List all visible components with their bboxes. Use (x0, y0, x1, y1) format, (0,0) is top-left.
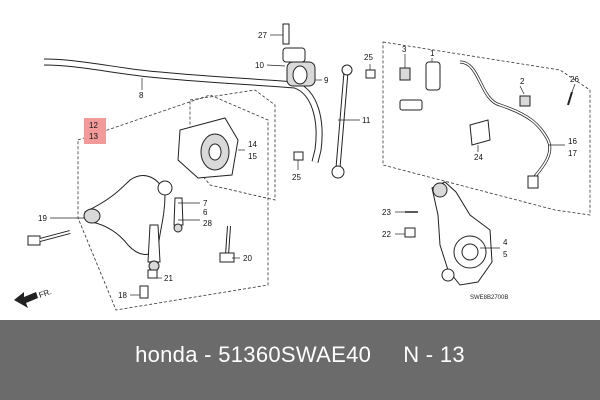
lower-arm (83, 175, 173, 272)
label-3: 3 (402, 45, 407, 54)
diagram-code: SWE8B2700B (470, 295, 508, 301)
flange-bolt-19 (27, 230, 71, 246)
label-6: 6 (203, 208, 208, 217)
label-10: 10 (255, 61, 264, 70)
knuckle (431, 181, 493, 286)
label-16: 16 (568, 137, 577, 146)
leader-lines (50, 34, 576, 296)
front-arrow: FR. (14, 287, 53, 308)
label-26: 26 (570, 75, 579, 84)
label-20: 20 (243, 254, 252, 263)
label-22: 22 (382, 230, 391, 239)
label-15: 15 (248, 152, 257, 161)
label-18: 18 (118, 291, 127, 300)
label-9: 9 (324, 76, 329, 85)
flange-bolt-20 (219, 225, 235, 263)
label-19: 19 (38, 214, 47, 223)
ball-joint (173, 197, 184, 226)
label-17: 17 (568, 149, 577, 158)
caption-ref: N - 13 (403, 342, 465, 367)
highlight-box (84, 118, 106, 144)
label-11: 11 (362, 116, 371, 125)
stabilizer-link (331, 64, 353, 179)
label-28: 28 (203, 219, 212, 228)
label-23: 23 (382, 208, 391, 217)
bushing-group-box (189, 89, 276, 201)
sensor-group-box (382, 41, 591, 216)
label-4: 4 (503, 238, 508, 247)
nut-22 (404, 227, 416, 238)
nut-25-top (365, 69, 376, 79)
caption: honda - 51360SWAE40 N - 13 (0, 342, 600, 368)
label-14: 14 (248, 140, 257, 149)
caption-bar (0, 320, 600, 400)
label-25b: 25 (292, 173, 301, 182)
stabilizer-bushing (282, 23, 316, 87)
label-21: 21 (164, 274, 173, 283)
label-24: 24 (474, 153, 483, 162)
label-27: 27 (258, 31, 267, 40)
parts-diagram: 27 10 9 8 25 3 1 2 26 12 13 14 15 11 25 … (14, 23, 591, 311)
label-8: 8 (139, 91, 144, 100)
caption-part-number: 51360SWAE40 (218, 342, 372, 367)
abs-sensor (399, 60, 573, 189)
label-13: 13 (89, 132, 98, 141)
nut-21 (147, 269, 158, 279)
label-7: 7 (203, 199, 208, 208)
bolt-18 (139, 285, 149, 299)
label-1: 1 (430, 49, 435, 58)
label-12: 12 (89, 121, 98, 130)
label-25a: 25 (364, 53, 373, 62)
label-5: 5 (503, 250, 508, 259)
front-arrow-label: FR. (38, 287, 53, 300)
compliance-bushing (177, 117, 239, 179)
nut-25 (293, 151, 304, 161)
caption-brand: honda (135, 342, 198, 367)
caption-sep: - (197, 342, 219, 367)
label-2: 2 (520, 77, 525, 86)
